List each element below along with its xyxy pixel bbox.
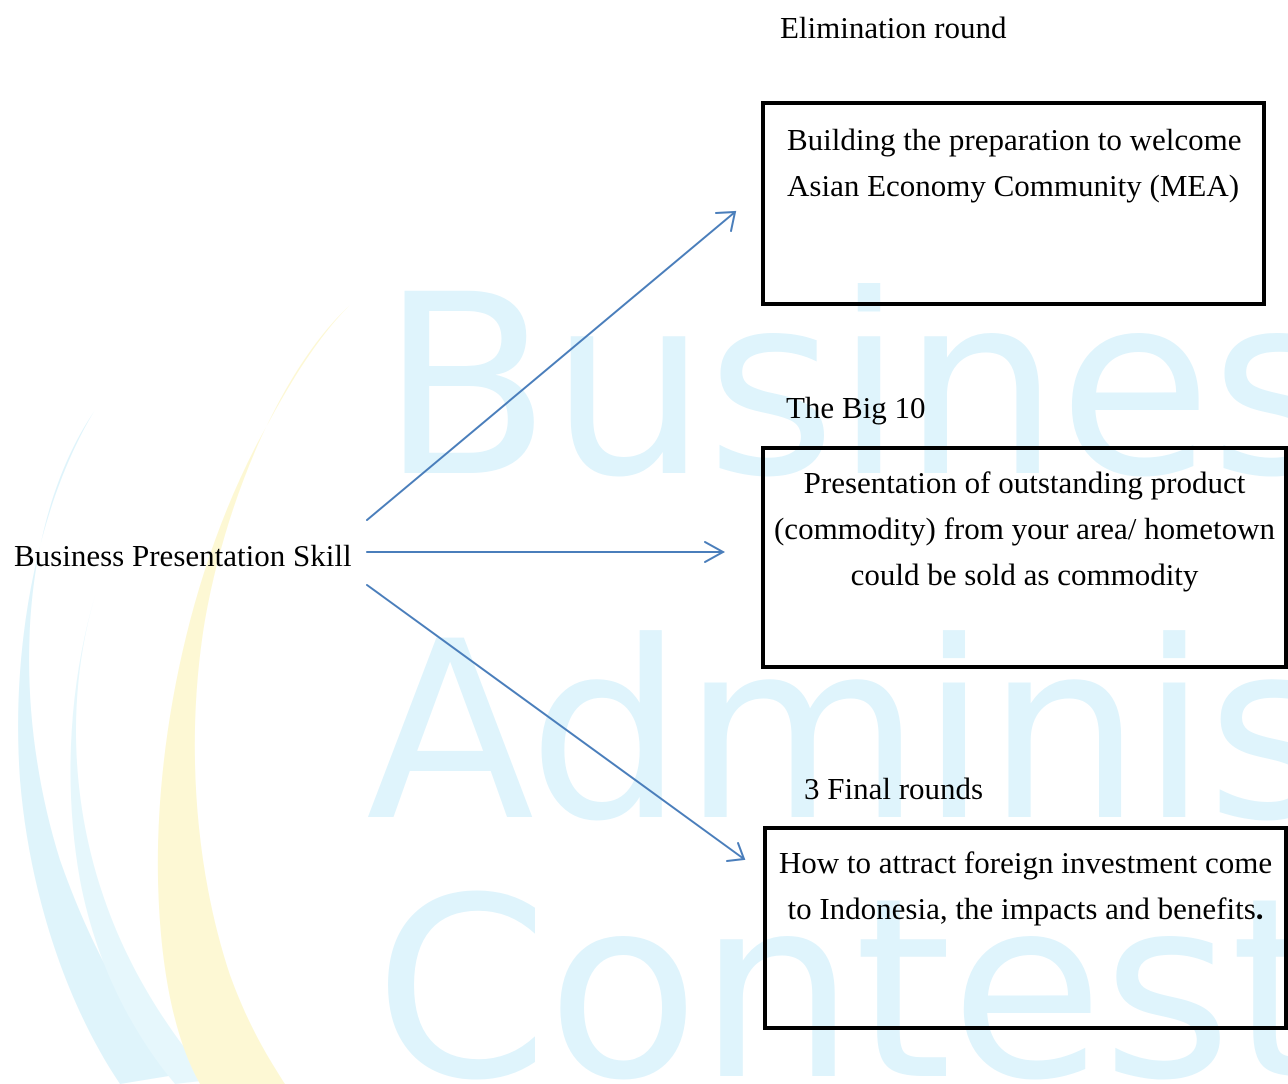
stage-description: How to attract foreign investment come t… <box>778 845 1273 926</box>
watermark-contest-text: Contest <box>374 844 1288 1084</box>
arrow-to-final-rounds <box>366 584 746 862</box>
watermark-word-administration: Administration <box>366 590 1288 876</box>
stage-box-final-rounds: How to attract foreign investment come t… <box>763 826 1288 1030</box>
stage-description: Presentation of outstanding product (com… <box>773 465 1276 592</box>
watermark-word-contest: Contest2016 <box>374 865 1288 1084</box>
source-label: Business Presentation Skill <box>14 538 352 573</box>
arrow-to-big-10 <box>366 541 726 563</box>
arrow-to-elimination-round <box>366 210 737 521</box>
stage-title-final-rounds: 3 Final rounds <box>804 771 984 806</box>
stage-title-elimination-round: Elimination round <box>780 10 1007 45</box>
watermark-swoosh-cyan-inner <box>70 580 211 1084</box>
watermark-swoosh-cyan-outer <box>18 410 176 1084</box>
watermark-swoosh-yellow <box>157 305 350 1084</box>
stage-description-period: . <box>1255 891 1264 926</box>
stage-box-elimination-round: Building the preparation to welcome Asia… <box>761 101 1266 306</box>
stage-title-big-10: The Big 10 <box>786 390 926 425</box>
stage-description: Building the preparation to welcome Asia… <box>787 122 1242 203</box>
stage-box-big-10: Presentation of outstanding product (com… <box>761 446 1288 669</box>
